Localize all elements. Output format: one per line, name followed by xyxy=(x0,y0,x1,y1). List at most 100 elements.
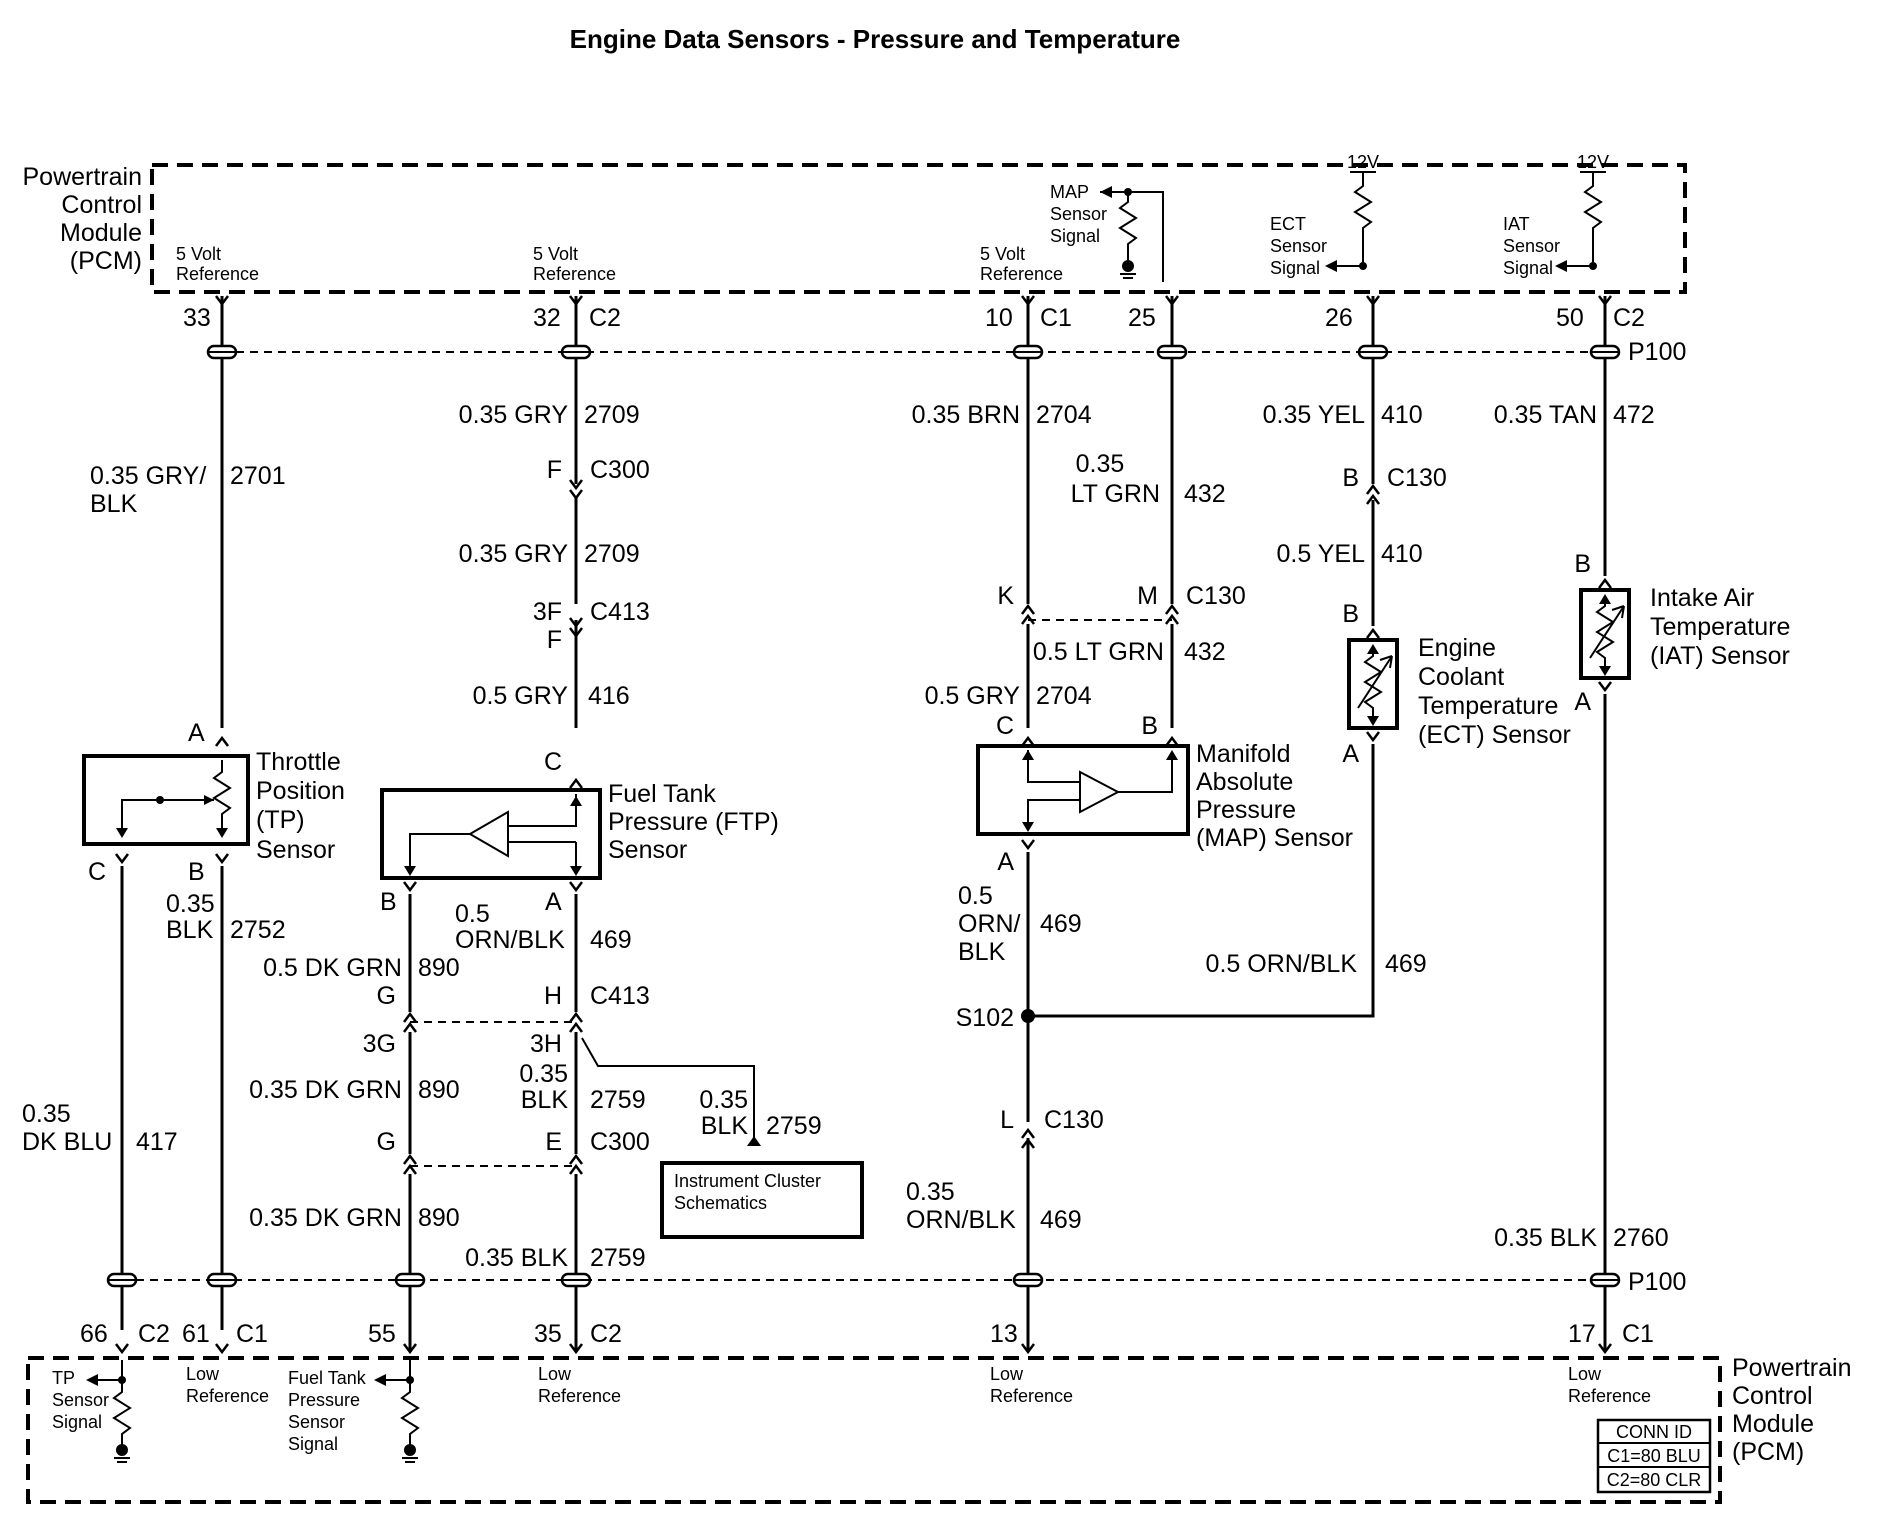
svg-text:ECT: ECT xyxy=(1270,214,1306,234)
svg-text:BLK: BLK xyxy=(521,1086,569,1114)
svg-text:BLK: BLK xyxy=(958,938,1006,966)
svg-text:50: 50 xyxy=(1556,304,1584,332)
svg-text:Signal: Signal xyxy=(52,1412,102,1432)
svg-text:2760: 2760 xyxy=(1613,1224,1669,1252)
svg-text:Powertrain: Powertrain xyxy=(23,163,143,191)
ftp-ref-wire: 0.35 GRY 2709 F C300 0.35 GRY 2709 3F C4… xyxy=(459,296,650,790)
svg-text:Position: Position xyxy=(256,777,345,805)
svg-text:469: 469 xyxy=(590,926,632,954)
svg-text:0.35 GRY: 0.35 GRY xyxy=(459,401,569,429)
svg-text:Reference: Reference xyxy=(176,264,259,284)
svg-text:L: L xyxy=(1000,1106,1014,1134)
svg-text:Sensor: Sensor xyxy=(256,836,335,864)
svg-text:C2: C2 xyxy=(590,1320,622,1348)
pcm-top-box xyxy=(150,163,1687,294)
svg-text:Powertrain: Powertrain xyxy=(1732,1354,1852,1382)
svg-text:2701: 2701 xyxy=(230,462,286,490)
svg-text:3H: 3H xyxy=(530,1030,562,1058)
ect-low-wire: A 0.5 ORN/BLK 469 xyxy=(1028,730,1427,1018)
svg-text:C2: C2 xyxy=(138,1320,170,1348)
ect-signal-wire: 0.35 YEL 410 B C130 0.5 YEL 410 B xyxy=(1263,296,1447,640)
svg-text:33: 33 xyxy=(183,304,211,332)
svg-text:M: M xyxy=(1137,582,1158,610)
svg-text:TP: TP xyxy=(52,1368,75,1388)
svg-text:(TP): (TP) xyxy=(256,806,305,834)
svg-text:Sensor: Sensor xyxy=(1270,236,1327,256)
ect-signal-circuit: 12V ECT Sensor Signal xyxy=(1270,152,1379,278)
conn-id-table: CONN ID C1=80 BLU C2=80 CLR xyxy=(1596,1418,1712,1494)
svg-text:BLK: BLK xyxy=(90,490,138,518)
svg-text:Sensor: Sensor xyxy=(52,1390,109,1410)
svg-text:Coolant: Coolant xyxy=(1418,663,1504,691)
svg-text:35: 35 xyxy=(534,1320,562,1348)
svg-text:B: B xyxy=(1141,712,1158,740)
svg-text:890: 890 xyxy=(418,1076,460,1104)
svg-text:C1: C1 xyxy=(1622,1320,1654,1348)
svg-text:Temperature: Temperature xyxy=(1650,613,1790,641)
instrument-cluster-ref[interactable]: Instrument Cluster Schematics xyxy=(660,1161,864,1239)
svg-text:F: F xyxy=(547,456,562,484)
low-ref-label-2: Low Reference xyxy=(538,1364,621,1406)
svg-text:5 Volt: 5 Volt xyxy=(533,244,578,264)
tp-signal-internal: TP Sensor Signal xyxy=(52,1360,132,1463)
map-ref-wire: 0.35 BRN 2704 K 0.5 GRY 2704 C xyxy=(912,296,1092,748)
svg-text:13: 13 xyxy=(990,1320,1018,1348)
iat-sensor: Intake Air Temperature (IAT) Sensor xyxy=(1579,584,1790,680)
svg-text:C130: C130 xyxy=(1044,1106,1104,1134)
svg-text:Fuel Tank: Fuel Tank xyxy=(608,780,716,808)
svg-text:BLK: BLK xyxy=(701,1112,749,1140)
svg-text:DK BLU: DK BLU xyxy=(22,1128,112,1156)
svg-text:K: K xyxy=(997,582,1014,610)
svg-text:ORN/BLK: ORN/BLK xyxy=(455,926,565,954)
iat-signal-circuit: 12V IAT Sensor Signal xyxy=(1503,152,1609,278)
svg-text:2759: 2759 xyxy=(766,1112,822,1140)
svg-text:A: A xyxy=(188,719,205,747)
svg-text:C300: C300 xyxy=(590,1128,650,1156)
svg-text:469: 469 xyxy=(1385,950,1427,978)
svg-text:Sensor: Sensor xyxy=(1503,236,1560,256)
top-pin-row: 33 32 C2 10 C1 25 26 50 C2 P100 xyxy=(183,294,1686,366)
svg-text:416: 416 xyxy=(588,682,630,710)
svg-text:(MAP) Sensor: (MAP) Sensor xyxy=(1196,824,1353,852)
svg-text:410: 410 xyxy=(1381,401,1423,429)
svg-text:C300: C300 xyxy=(590,456,650,484)
ref-5v-label-1: 5 Volt Reference xyxy=(176,244,259,284)
svg-text:0.35 GRY: 0.35 GRY xyxy=(459,540,569,568)
tp-sensor: Throttle Position (TP) Sensor xyxy=(82,748,345,864)
svg-text:A: A xyxy=(545,888,562,916)
svg-text:B: B xyxy=(1574,550,1591,578)
svg-text:0.5: 0.5 xyxy=(455,900,490,928)
svg-text:2704: 2704 xyxy=(1036,401,1092,429)
svg-text:66: 66 xyxy=(80,1320,108,1348)
svg-text:2704: 2704 xyxy=(1036,682,1092,710)
svg-text:0.35 DK GRN: 0.35 DK GRN xyxy=(249,1076,402,1104)
ftp-low-wire: A 0.5 ORN/BLK 469 H C413 3H 0.35 BLK 275… xyxy=(455,880,822,1352)
svg-text:A: A xyxy=(1342,740,1359,768)
svg-text:Temperature: Temperature xyxy=(1418,692,1558,720)
tp-low-wire: B 0.35 BLK 2752 xyxy=(166,852,286,1330)
svg-text:Low: Low xyxy=(990,1364,1024,1384)
svg-text:0.35 GRY/: 0.35 GRY/ xyxy=(90,462,206,490)
svg-text:2709: 2709 xyxy=(584,540,640,568)
svg-text:Signal: Signal xyxy=(1050,226,1100,246)
svg-text:3G: 3G xyxy=(363,1030,396,1058)
svg-text:B: B xyxy=(1342,464,1359,492)
svg-text:26: 26 xyxy=(1325,304,1353,332)
svg-text:0.5 YEL: 0.5 YEL xyxy=(1276,540,1365,568)
svg-text:Module: Module xyxy=(60,219,142,247)
tp-circuit: 0.35 GRY/ BLK 2701 A xyxy=(90,296,286,748)
svg-text:0.35 TAN: 0.35 TAN xyxy=(1494,401,1597,429)
svg-text:432: 432 xyxy=(1184,480,1226,508)
pcm-top-label: Powertrain Control Module (PCM) xyxy=(23,163,143,275)
svg-text:Reference: Reference xyxy=(186,1386,269,1406)
svg-text:3F: 3F xyxy=(533,598,562,626)
svg-text:2759: 2759 xyxy=(590,1086,646,1114)
svg-text:Low: Low xyxy=(538,1364,572,1384)
svg-text:Reference: Reference xyxy=(980,264,1063,284)
svg-text:B: B xyxy=(380,888,397,916)
svg-text:12V: 12V xyxy=(1577,152,1609,172)
svg-text:C2: C2 xyxy=(1613,304,1645,332)
svg-text:2752: 2752 xyxy=(230,916,286,944)
map-sensor: Manifold Absolute Pressure (MAP) Sensor xyxy=(976,740,1353,852)
svg-text:2709: 2709 xyxy=(584,401,640,429)
